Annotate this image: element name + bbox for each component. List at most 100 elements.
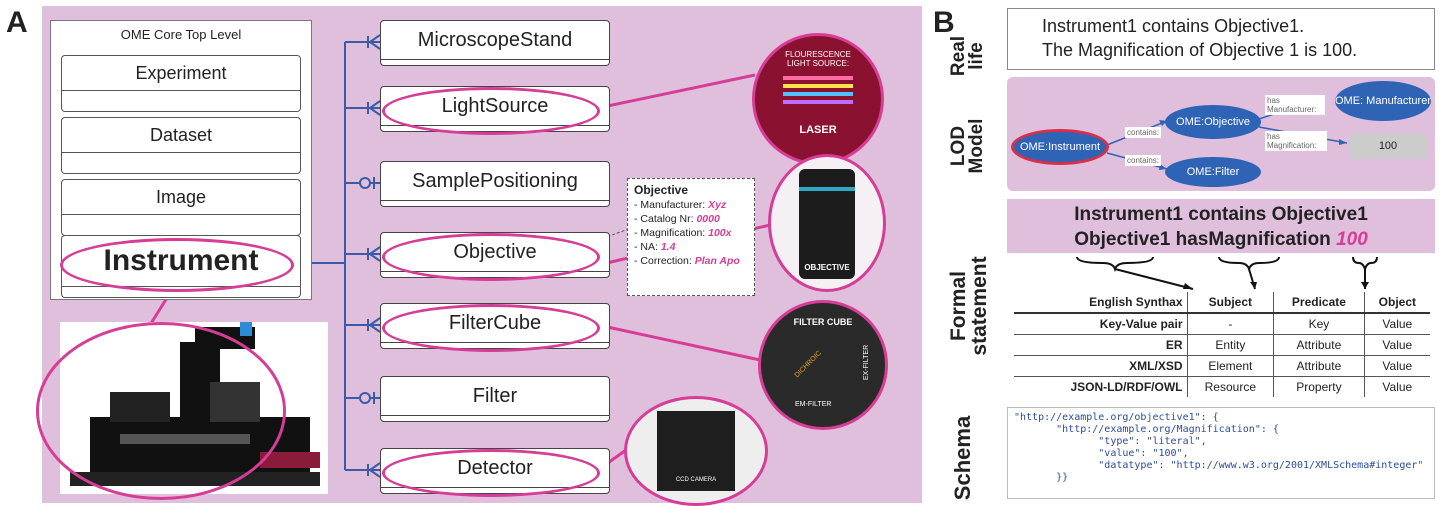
note-key-magnification: - Magnification: — [634, 227, 709, 239]
panel-a-letter: A — [6, 6, 28, 39]
table-cell: ER — [1014, 334, 1187, 356]
header-english: English Synthax — [1014, 292, 1187, 314]
filter-cube-highlight — [382, 304, 600, 352]
table-cell: Element — [1186, 355, 1274, 377]
experiment-box: Experiment — [61, 55, 301, 112]
formal-statement-box: Instrument1 contains Objective1 Objectiv… — [1007, 199, 1435, 253]
node-instrument: OME:Instrument — [1011, 129, 1109, 165]
table-cell: Entity — [1186, 334, 1274, 356]
table-cell: JSON-LD/RDF/OWL — [1014, 376, 1187, 397]
table-cell: Key-Value pair — [1014, 312, 1187, 335]
objective-photo-label: OBJECTIVE — [804, 263, 850, 272]
real-life-box: Instrument1 contains Objective1. The Mag… — [1007, 8, 1435, 70]
header-object: Object — [1363, 292, 1430, 314]
real-life-line-1: Instrument1 contains Objective1. — [1042, 16, 1305, 36]
brace-arrows — [1076, 256, 1378, 290]
schema-code-block: "http://example.org/objective1": { "http… — [1007, 407, 1435, 499]
formal-line-2-value: 100 — [1336, 229, 1368, 250]
microscope-stand-box: MicroscopeStand — [380, 20, 610, 66]
edge-has-magnification: has Magnification: — [1265, 131, 1327, 151]
table-cell: - — [1186, 312, 1274, 335]
table-cell: Key — [1273, 312, 1365, 335]
table-cell: Value — [1363, 376, 1430, 397]
em-filter-label: EM-FILTER — [795, 401, 832, 408]
table-cell: Attribute — [1273, 355, 1365, 377]
note-key-na: - NA: — [634, 241, 661, 253]
formal-line-1: Instrument1 contains Objective1 — [1074, 204, 1368, 225]
code-line: }} — [1014, 472, 1069, 483]
header-predicate: Predicate — [1273, 292, 1365, 314]
note-value-manufacturer: Xyz — [708, 199, 727, 211]
table-cell: Value — [1363, 312, 1430, 335]
objective-highlight — [382, 233, 600, 281]
note-value-na: 1.4 — [660, 241, 676, 253]
filter-cube-photo: FILTER CUBE DICHROIC EX-FILTER EM-FILTER — [758, 300, 888, 430]
light-source-highlight — [382, 87, 600, 135]
formal-line-2-prefix: Objective1 hasMagnification — [1074, 229, 1337, 250]
filter-label: Filter — [381, 377, 609, 416]
core-title: OME Core Top Level — [120, 27, 242, 42]
objective-attributes-note: Objective - Manufacturer: Xyz - Catalog … — [627, 178, 755, 296]
node-objective: OME:Objective — [1165, 105, 1261, 139]
note-title: Objective — [634, 183, 689, 197]
light-source-photo: FLOURESCENCE LIGHT SOURCE: LASER — [752, 33, 884, 165]
image-label: Image — [62, 180, 300, 215]
laser-label: LASER — [799, 124, 837, 136]
microscope-highlight — [36, 322, 286, 500]
panel-b-letter: B — [933, 6, 955, 39]
lod-model-box: OME:Instrument OME:Objective OME:Filter … — [1007, 77, 1435, 191]
dataset-box: Dataset — [61, 117, 301, 174]
code-line: "http://example.org/objective1": { — [1014, 412, 1219, 423]
edge-contains-1: contains: — [1125, 127, 1162, 138]
dichroic-label: DICHROIC — [793, 349, 824, 380]
node-filter: OME:Filter — [1165, 157, 1261, 187]
camera-photo: CCD CAMERA — [624, 396, 768, 506]
note-key-correction: - Correction: — [634, 255, 695, 267]
header-subject: Subject — [1186, 292, 1274, 314]
code-line: "value": "100", — [1014, 448, 1189, 459]
note-value-catalog: 0000 — [696, 213, 720, 225]
light-source-title: FLOURESCENCE LIGHT SOURCE: — [785, 50, 851, 68]
objective-photo: OBJECTIVE — [768, 154, 886, 292]
camera-label: CCD CAMERA — [675, 477, 717, 483]
code-line: "datatype": "http://www.w3.org/2001/XMLS… — [1014, 460, 1424, 471]
formal-label-2: statement — [968, 256, 991, 356]
node-manufacturer: OME: Manufacturer — [1335, 81, 1431, 121]
note-key-catalog: - Catalog Nr: — [634, 213, 697, 225]
table-cell: XML/XSD — [1014, 355, 1187, 377]
node-value: 100 — [1349, 133, 1427, 159]
sample-positioning-box: SamplePositioning — [380, 161, 610, 207]
detector-highlight — [382, 449, 600, 497]
lod-label-2: Model — [966, 118, 987, 174]
note-key-manufacturer: - Manufacturer: — [634, 199, 709, 211]
formal-label-1: Formal — [947, 271, 970, 342]
note-value-correction: Plan Apo — [694, 255, 740, 267]
sample-positioning-label: SamplePositioning — [381, 162, 609, 201]
table-cell: Attribute — [1273, 334, 1365, 356]
real-life-line-2: The Magnification of Objective 1 is 100. — [1042, 40, 1358, 60]
table-cell: Resource — [1186, 376, 1274, 397]
table-cell: Property — [1273, 376, 1365, 397]
microscope-stand-label: MicroscopeStand — [381, 21, 609, 60]
table-header-row: English Synthax Subject Predicate Object — [1014, 292, 1430, 314]
code-line: "type": "literal", — [1014, 436, 1207, 447]
edge-has-manufacturer: has Manufacturer: — [1265, 95, 1325, 115]
filter-cube-photo-label: FILTER CUBE — [793, 317, 853, 327]
code-line: "http://example.org/Magnification": { — [1014, 424, 1279, 435]
experiment-label: Experiment — [62, 56, 300, 91]
real-life-label-2: life — [966, 42, 987, 70]
image-box: Image — [61, 179, 301, 236]
table-cell: Value — [1363, 355, 1430, 377]
formal-statement-table: English Synthax Subject Predicate Object… — [1014, 292, 1430, 397]
schema-label: Schema — [950, 415, 975, 501]
table-cell: Value — [1363, 334, 1430, 356]
edge-contains-2: contains: — [1125, 155, 1162, 166]
instrument-highlight — [60, 238, 294, 292]
filter-box: Filter — [380, 376, 610, 422]
